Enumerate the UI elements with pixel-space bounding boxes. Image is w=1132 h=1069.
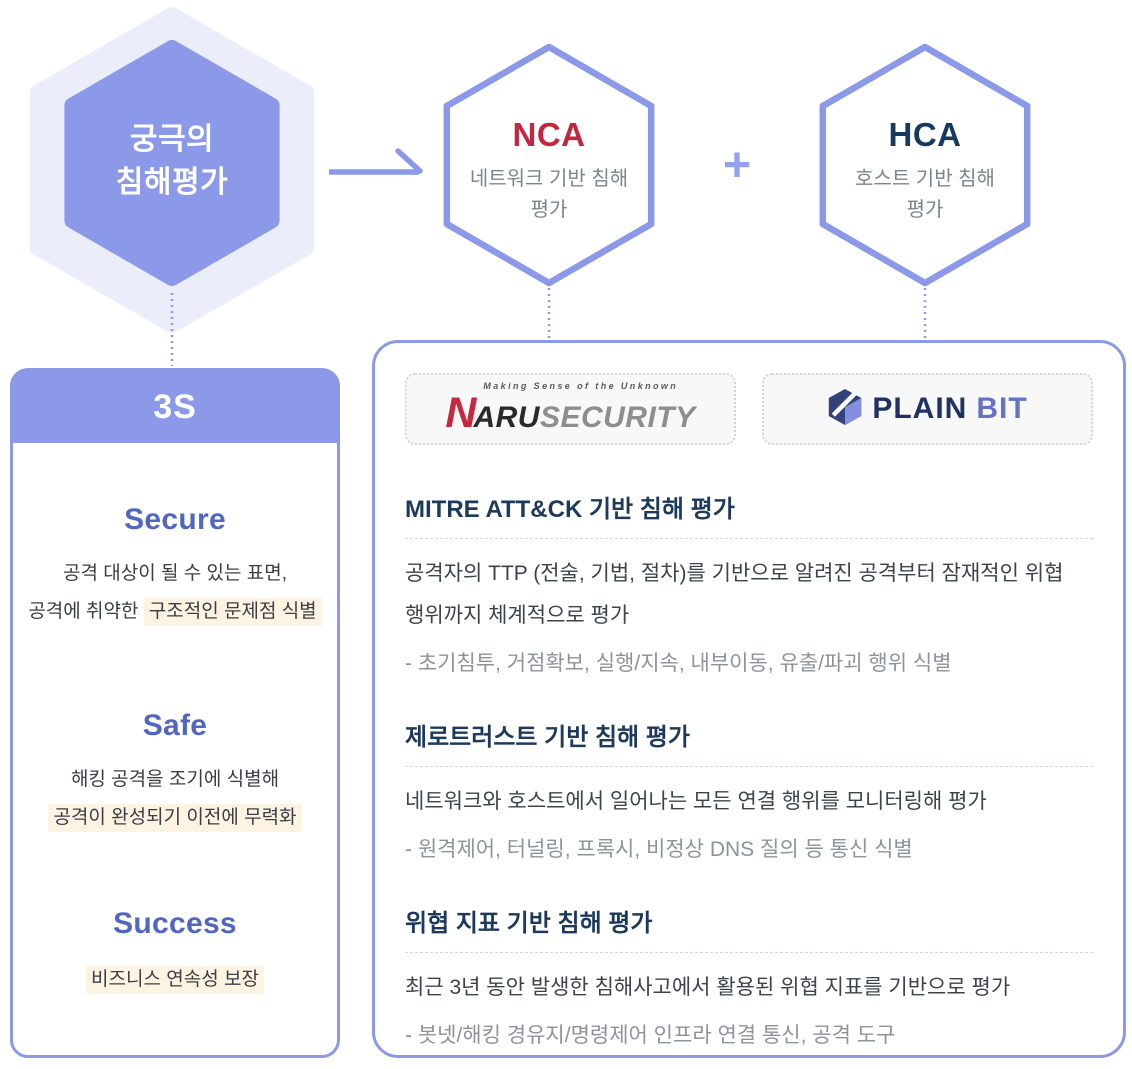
section-title: 제로트러스트 기반 침해 평가 (405, 724, 690, 751)
success-title: Success (113, 907, 237, 940)
section-divider (405, 766, 1093, 767)
nca-subtitle: 네트워크 기반 침해 평가 (469, 168, 629, 221)
main-hexagon-line1: 궁극의 (129, 123, 215, 156)
section-title: MITRE ATT&CK 기반 침해 평가 (405, 496, 735, 523)
section-body: 최근 3년 동안 발생한 침해사고에서 활용된 위협 지표를 기반으로 평가 (405, 976, 1011, 999)
section-zero-trust: 제로트러스트 기반 침해 평가 네트워크와 호스트에서 일어나는 모든 연결 행… (405, 717, 1093, 863)
assessment-detail-panel: Making Sense of the Unknown N ARU SECURI… (372, 340, 1126, 1058)
nca-hexagon (443, 43, 655, 287)
main-hexagon (64, 40, 280, 286)
plainbit-logo: PLAIN BIT (827, 387, 1027, 432)
section-threat-indicator: 위협 지표 기반 침해 평가 최근 3년 동안 발생한 침해사고에서 활용된 위… (405, 903, 1093, 1049)
safe-line-1: 해킹 공격을 조기에 식별해 (70, 769, 280, 790)
secure-title: Secure (124, 503, 226, 536)
section-mitre-attack: MITRE ATT&CK 기반 침해 평가 공격자의 TTP (전술, 기법, … (405, 489, 1093, 677)
main-hexagon-line2: 침해평가 (115, 166, 229, 199)
hca-subtitle: 호스트 기반 침해 평가 (855, 168, 995, 221)
secure-highlight: 구조적인 문제점 식별 (143, 598, 322, 626)
section-divider (405, 538, 1093, 539)
section-bullet: - 원격제어, 터널링, 프록시, 비정상 DNS 질의 등 통신 식별 (405, 838, 913, 861)
plainbit-logo-plain: PLAIN (872, 392, 968, 425)
section-body: 네트워크와 호스트에서 일어나는 모든 연결 행위를 모니터링해 평가 (405, 790, 987, 813)
section-bullet: - 봇넷/해킹 경유지/명령제어 인프라 연결 통신, 공격 도구 (405, 1024, 896, 1047)
section-divider (405, 952, 1093, 953)
plainbit-hexagon-icon (827, 387, 863, 432)
narusecurity-logo-security: SECURITY (539, 400, 696, 434)
secure-text: 공격 대상이 될 수 있는 표면, 공격에 취약한 구조적인 문제점 식별 (13, 555, 337, 631)
nca-title: NCA (512, 116, 586, 153)
narusecurity-logo-box: Making Sense of the Unknown N ARU SECURI… (405, 373, 736, 445)
narusecurity-logo-aru: ARU (473, 400, 540, 434)
success-highlight: 비즈니스 연속성 보장 (86, 966, 264, 994)
plainbit-logo-box: PLAIN BIT (762, 373, 1093, 445)
hca-hexagon (819, 43, 1031, 287)
safe-highlight: 공격이 완성되기 이전에 무력화 (48, 804, 302, 832)
plus-icon: + (722, 138, 752, 192)
arrow-head (395, 148, 423, 174)
section-body: 공격자의 TTP (전술, 기법, 절차)를 기반으로 알려진 공격부터 잠재적… (405, 562, 1064, 627)
three-s-panel: 3S Secure 공격 대상이 될 수 있는 표면, 공격에 취약한 구조적인… (10, 368, 340, 1058)
partner-logos-row: Making Sense of the Unknown N ARU SECURI… (405, 373, 1093, 445)
secure-line-1: 공격 대상이 될 수 있는 표면, (63, 563, 287, 584)
success-line-1: 비즈니스 연속성 보장 (13, 961, 337, 999)
narusecurity-logo-n: N (445, 388, 477, 437)
main-hexagon-label: 궁극의 침해평가 (72, 118, 272, 204)
safe-text: 해킹 공격을 조기에 식별해 공격이 완성되기 이전에 무력화 (13, 761, 337, 837)
three-s-header: 3S (13, 371, 337, 443)
hca-title: HCA (888, 116, 962, 153)
plainbit-logo-bit: BIT (976, 392, 1028, 425)
narusecurity-logo: Making Sense of the Unknown N ARU SECURI… (445, 380, 696, 437)
section-title: 위협 지표 기반 침해 평가 (405, 910, 653, 937)
success-text: 비즈니스 연속성 보장 (13, 961, 337, 999)
safe-title: Safe (142, 709, 208, 742)
secure-line-2: 공격에 취약한 구조적인 문제점 식별 (13, 593, 337, 631)
narusecurity-tagline: Making Sense of the Unknown (483, 380, 679, 391)
safe-line-2: 공격이 완성되기 이전에 무력화 (13, 799, 337, 837)
section-bullet: - 초기침투, 거점확보, 실행/지속, 내부이동, 유출/파괴 행위 식별 (405, 652, 952, 675)
